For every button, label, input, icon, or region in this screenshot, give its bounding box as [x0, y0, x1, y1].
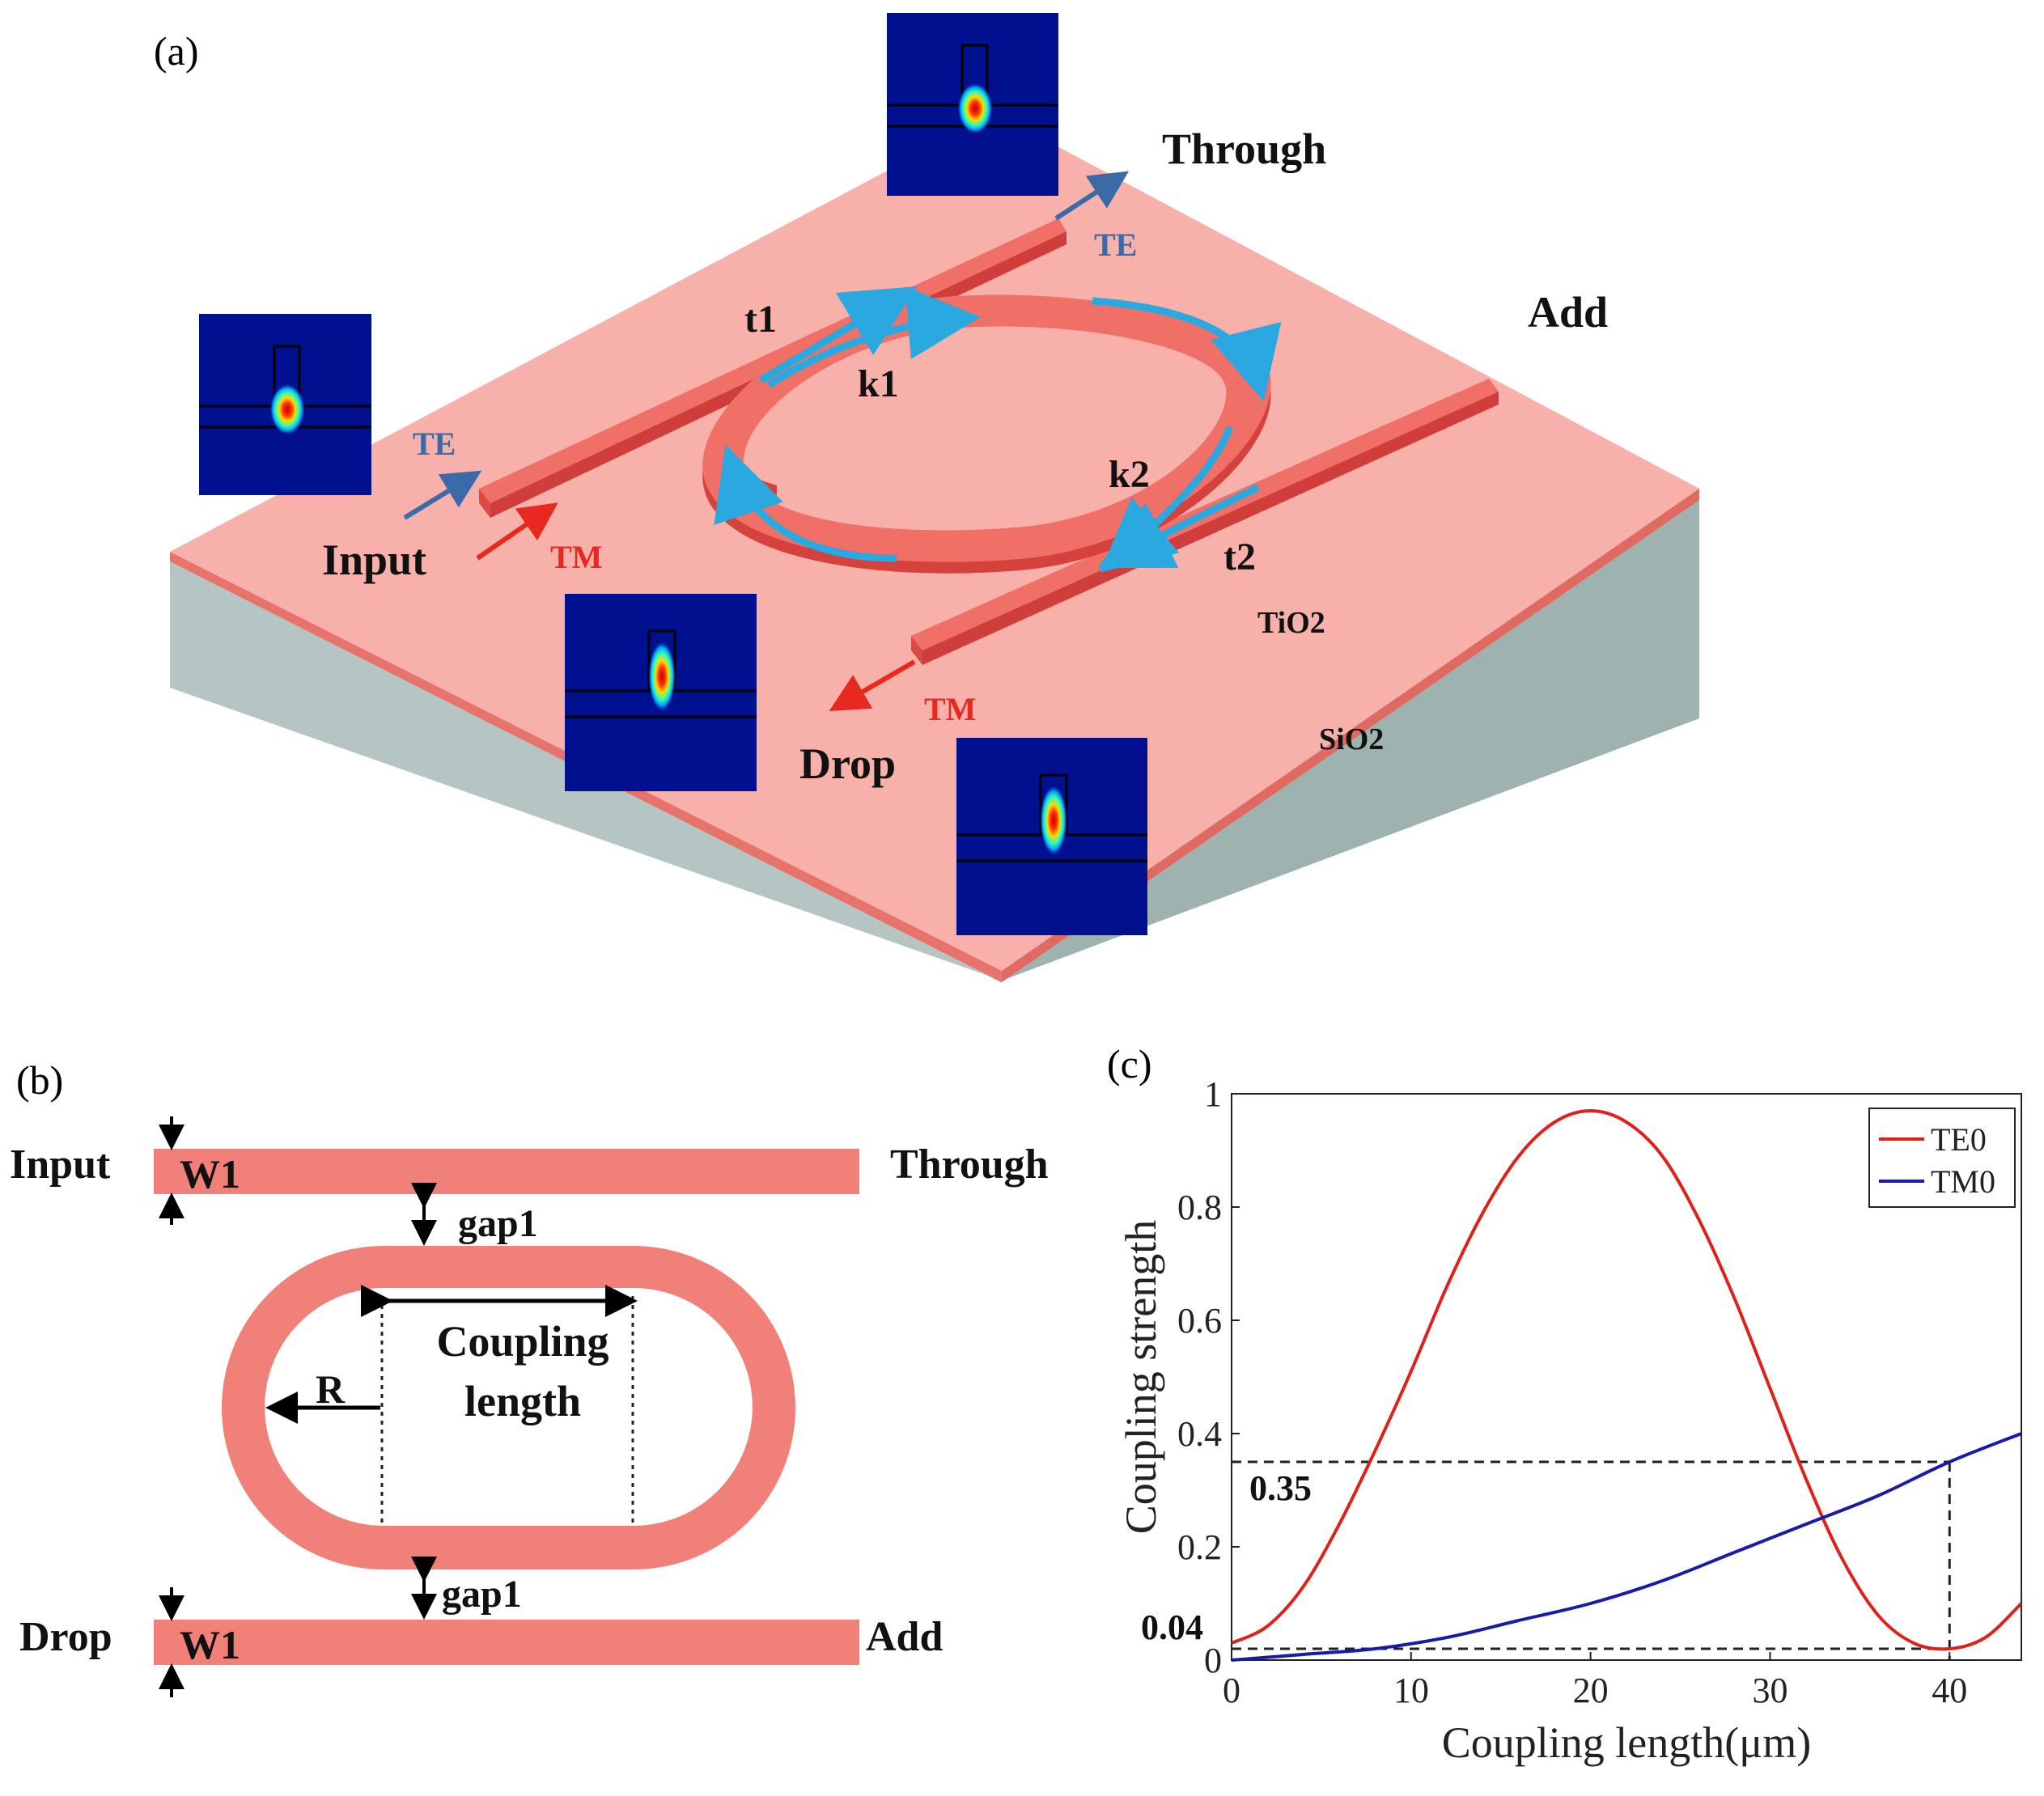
top-bus-waveguide-side [479, 489, 490, 518]
b-through-label: Through [890, 1142, 1049, 1188]
port-add-label: Add [1528, 288, 1608, 337]
coupling-label-line1: Coupling [436, 1317, 609, 1366]
tm-drop-label: TM [924, 691, 976, 727]
tio2-label: TiO2 [1257, 606, 1325, 640]
x-axis-label: Coupling length(μm) [1442, 1718, 1811, 1767]
annotation-035: 0.35 [1249, 1468, 1312, 1508]
legend-box [1868, 1108, 2016, 1208]
panel-b-labels: Input Through Drop Add W1 W1 gap1 gap1 R… [10, 1142, 1049, 1667]
series-line-te0 [1231, 1108, 2023, 1651]
flow-arrow-ring-left [714, 444, 897, 562]
flow-arrow-ring-top-right [1092, 297, 1282, 402]
radius-label: R [316, 1366, 346, 1412]
t2-label: t2 [1223, 536, 1256, 578]
gap1-bottom-label: gap1 [442, 1573, 522, 1616]
port-input-label: Input [322, 536, 426, 584]
y-tick-label: 0.8 [1177, 1188, 1222, 1227]
te-input-arrow [403, 470, 482, 520]
x-tick-label: 0 [1223, 1671, 1240, 1710]
sio2-label: SiO2 [1319, 722, 1384, 756]
k2-label: k2 [1109, 453, 1150, 496]
panel-a-labels: Input Through Add Drop TE TM TE TM t1 k1… [322, 125, 1608, 788]
film-right-edge [1002, 489, 1699, 982]
mode-profile-drop-right [956, 738, 1147, 935]
legend-label-te0: TE0 [1931, 1121, 1987, 1158]
top-bus-waveguide-2d [154, 1149, 859, 1194]
x-tick-label: 20 [1573, 1671, 1609, 1710]
series-line-tm0 [1231, 1432, 2022, 1662]
bottom-bus-waveguide-2d [154, 1620, 859, 1665]
flow-arrow-k1 [766, 286, 981, 388]
x-tick-label: 30 [1752, 1671, 1787, 1710]
y-axis-label: Coupling strength [1117, 1220, 1165, 1535]
flow-arrows [714, 286, 1282, 573]
panel-c-label: (c) [1107, 1041, 1152, 1086]
w1-bottom-label: W1 [180, 1622, 240, 1667]
x-tick-label: 10 [1393, 1671, 1429, 1710]
mode-profile-input [199, 314, 371, 495]
b-input-label: Input [10, 1142, 111, 1188]
polarization-arrows [403, 171, 1130, 712]
y-tick-label: 0.2 [1177, 1527, 1222, 1567]
bottom-bus-waveguide-side [911, 636, 922, 665]
flow-arrow-t1 [758, 286, 918, 383]
te-through-arrow [1054, 171, 1130, 221]
y-tick-label: 1 [1204, 1074, 1222, 1114]
legend-label-tm0: TM0 [1931, 1163, 1995, 1200]
mode-profile-drop-left [565, 594, 757, 791]
mode-profile-through [887, 13, 1058, 196]
w1-top-label: W1 [180, 1151, 240, 1197]
coupling-label-line2: length [464, 1377, 581, 1425]
panel-b: (b) Input Through Drop Add W1 W1 gap1 ga… [10, 1057, 1049, 1697]
plot-frame [1231, 1093, 2022, 1661]
annotation-004: 0.04 [1141, 1608, 1203, 1647]
port-through-label: Through [1162, 125, 1326, 173]
t1-label: t1 [744, 298, 777, 341]
tm-input-label: TM [550, 539, 602, 575]
b-drop-label: Drop [19, 1614, 112, 1660]
y-tick-label: 0.4 [1177, 1414, 1222, 1454]
b-add-label: Add [866, 1614, 943, 1660]
panel-a: (a) [154, 13, 1699, 983]
y-tick-label: 0.6 [1177, 1301, 1222, 1341]
tm-drop-arrow [829, 659, 916, 712]
panel-a-label: (a) [154, 28, 199, 74]
port-drop-label: Drop [799, 739, 896, 788]
panel-b-label: (b) [16, 1057, 63, 1103]
k1-label: k1 [858, 362, 899, 405]
x-tick-label: 40 [1932, 1671, 1967, 1710]
te-input-label: TE [413, 426, 456, 462]
te-through-label: TE [1094, 227, 1137, 263]
gap1-top-label: gap1 [458, 1202, 538, 1245]
y-tick-label: 0 [1204, 1641, 1222, 1680]
bottom-bus-waveguide-front [922, 392, 1499, 665]
flow-arrow-t2 [1096, 483, 1261, 569]
tm-input-arrow [476, 502, 558, 561]
